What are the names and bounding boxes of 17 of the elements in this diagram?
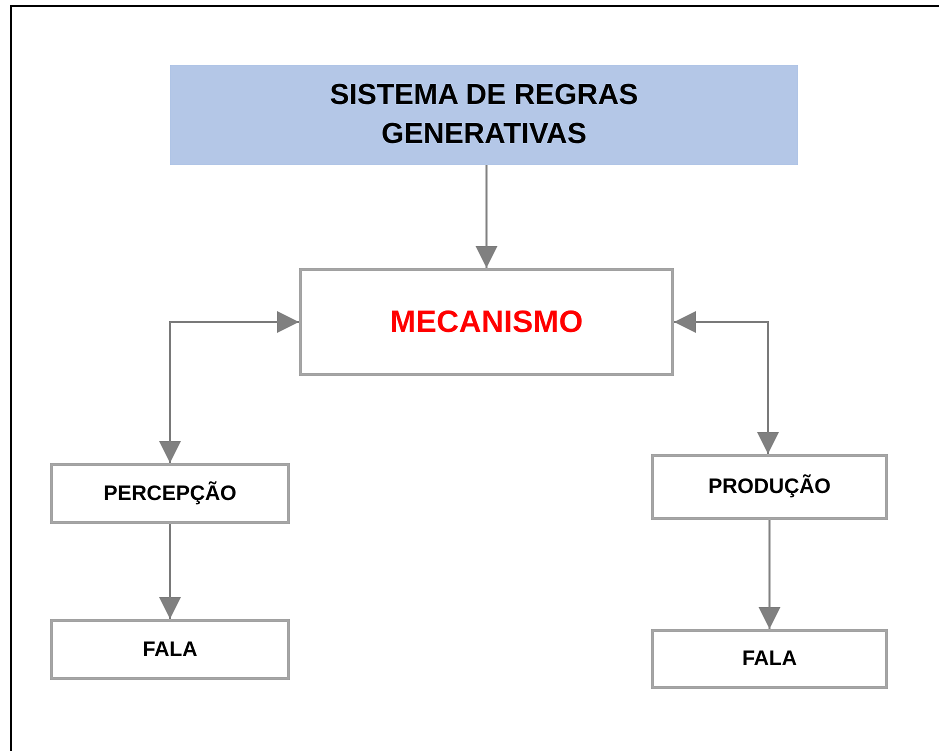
arrow — [674, 311, 779, 454]
arrow — [159, 311, 299, 463]
node-label: PERCEPÇÃO — [103, 482, 237, 506]
process-box — [50, 463, 290, 524]
node-label: FALA — [742, 647, 797, 671]
process-box — [651, 454, 888, 520]
node-label: MECANISMO — [390, 304, 583, 340]
node-label: SISTEMA DE REGRAS GENERATIVAS — [328, 78, 640, 152]
process-box — [651, 629, 888, 689]
title-box — [170, 65, 798, 165]
arrow — [476, 165, 498, 268]
node-label: PRODUÇÃO — [708, 475, 831, 499]
arrow — [159, 524, 181, 619]
process-box — [50, 619, 290, 680]
node-label: FALA — [142, 638, 198, 662]
main-box — [299, 268, 674, 376]
arrow — [758, 520, 780, 629]
